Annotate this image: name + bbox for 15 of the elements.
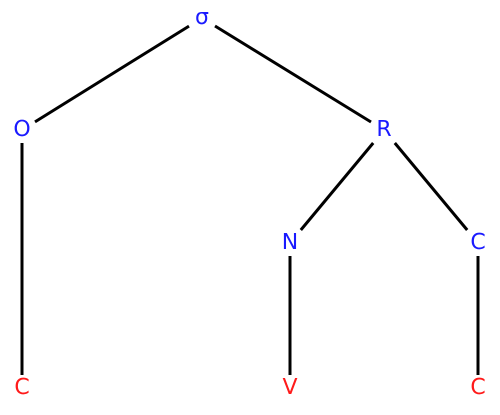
tree-branch-line xyxy=(394,142,468,231)
constituent-label: R xyxy=(371,117,397,143)
segment-label: C xyxy=(9,375,35,401)
constituent-label: O xyxy=(9,117,35,143)
tree-branch-line xyxy=(20,143,24,375)
constituent-label: N xyxy=(277,230,303,256)
tree-branch-line xyxy=(34,24,190,124)
segment-label: V xyxy=(277,375,303,401)
tree-branch-line xyxy=(288,256,292,375)
segment-label: C xyxy=(465,375,491,401)
constituent-label: σ xyxy=(189,5,215,31)
constituent-label: C xyxy=(465,230,491,256)
tree-branch-line xyxy=(476,256,480,375)
tree-branch-line xyxy=(300,142,374,231)
tree-branch-line xyxy=(214,24,372,124)
